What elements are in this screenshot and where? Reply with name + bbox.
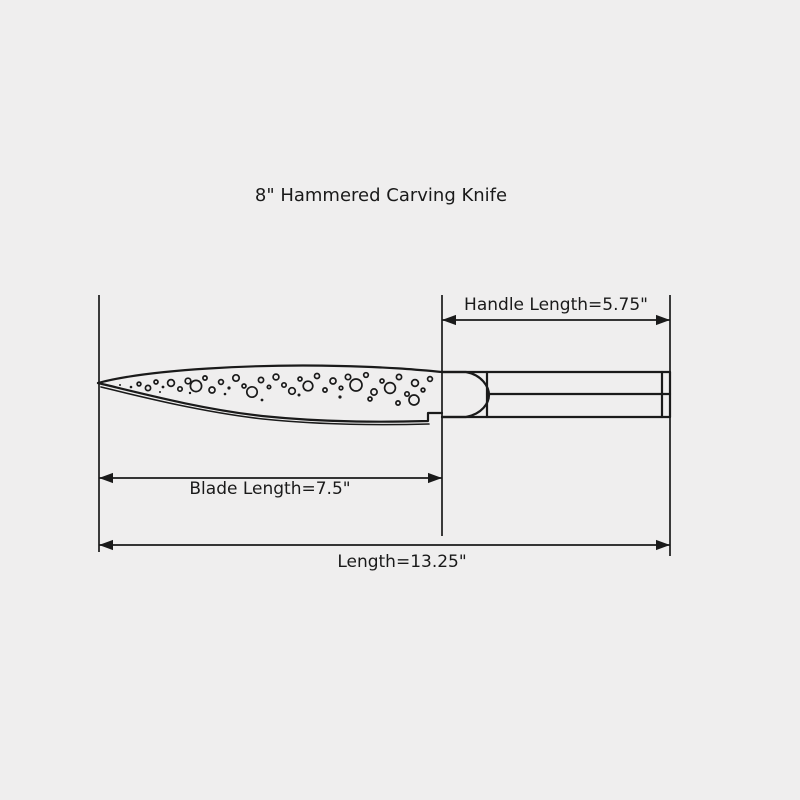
hammered-dimple-group <box>119 371 434 406</box>
hammer-dimple <box>153 379 159 385</box>
hammer-dimple <box>159 391 161 393</box>
dimension-handle-length: Handle Length=5.75" <box>442 295 670 326</box>
hammer-dimple <box>313 372 321 380</box>
hammer-dimple <box>129 385 133 389</box>
knife-bolster <box>440 370 491 419</box>
page-title: 8" Hammered Carving Knife <box>255 185 507 206</box>
blade-length-label: Blade Length=7.5" <box>189 479 350 499</box>
hammer-dimple <box>297 393 301 397</box>
hammer-dimple <box>420 387 426 393</box>
hammer-dimple <box>349 378 363 392</box>
hammer-dimple <box>136 381 142 387</box>
hammer-dimple <box>410 378 420 388</box>
hammer-dimple <box>280 381 288 389</box>
hammer-dimple <box>395 400 401 406</box>
blade-edge <box>96 381 444 423</box>
blade-bevel-line <box>100 386 430 426</box>
hammer-dimple <box>338 395 342 399</box>
hammer-dimple <box>188 391 192 395</box>
hammer-dimple <box>144 384 152 392</box>
hammer-dimple <box>362 371 370 379</box>
hammer-dimple <box>119 384 121 386</box>
hammer-dimple <box>260 398 264 402</box>
hammer-dimple <box>223 392 227 396</box>
hammer-dimple <box>189 379 203 393</box>
hammer-dimple <box>379 378 385 384</box>
hammer-dimple <box>297 376 303 382</box>
hammer-dimple <box>367 396 373 402</box>
overall-length-label: Length=13.25" <box>337 552 466 572</box>
hammer-dimple <box>184 377 192 385</box>
hammer-dimple <box>344 373 352 381</box>
hammer-dimple <box>287 386 297 396</box>
hammer-dimple <box>322 387 328 393</box>
hammer-dimple <box>241 383 247 389</box>
hammer-dimple <box>217 378 225 386</box>
hammer-dimple <box>272 373 280 381</box>
hammer-dimple <box>403 390 411 398</box>
hammer-dimple <box>383 381 397 395</box>
hammer-dimple <box>202 375 208 381</box>
hammer-dimple <box>395 373 403 381</box>
dimension-blade-length: Blade Length=7.5" <box>99 472 442 499</box>
hammer-dimple <box>426 375 434 383</box>
handle-length-label: Handle Length=5.75" <box>464 295 648 315</box>
knife-blade <box>96 364 444 426</box>
hammer-dimple <box>266 384 272 390</box>
hammer-dimple <box>208 386 216 394</box>
hammer-dimple <box>176 385 184 393</box>
bolster-outline <box>440 370 491 419</box>
hammer-dimple <box>231 373 241 383</box>
hammer-dimple <box>338 385 344 391</box>
hammer-dimple <box>257 376 265 384</box>
hammer-dimple <box>161 385 165 389</box>
hammer-dimple <box>302 380 314 392</box>
hammer-dimple <box>166 378 176 388</box>
extension-lines <box>98 295 671 556</box>
hammer-dimple <box>329 377 337 385</box>
hammer-dimple <box>227 386 231 390</box>
hammer-dimple <box>370 388 378 396</box>
dimension-overall-length: Length=13.25" <box>99 539 670 572</box>
blade-spine <box>96 364 444 385</box>
hammer-dimple <box>408 394 420 406</box>
hammer-dimple <box>245 385 259 399</box>
knife-handle <box>440 370 672 419</box>
